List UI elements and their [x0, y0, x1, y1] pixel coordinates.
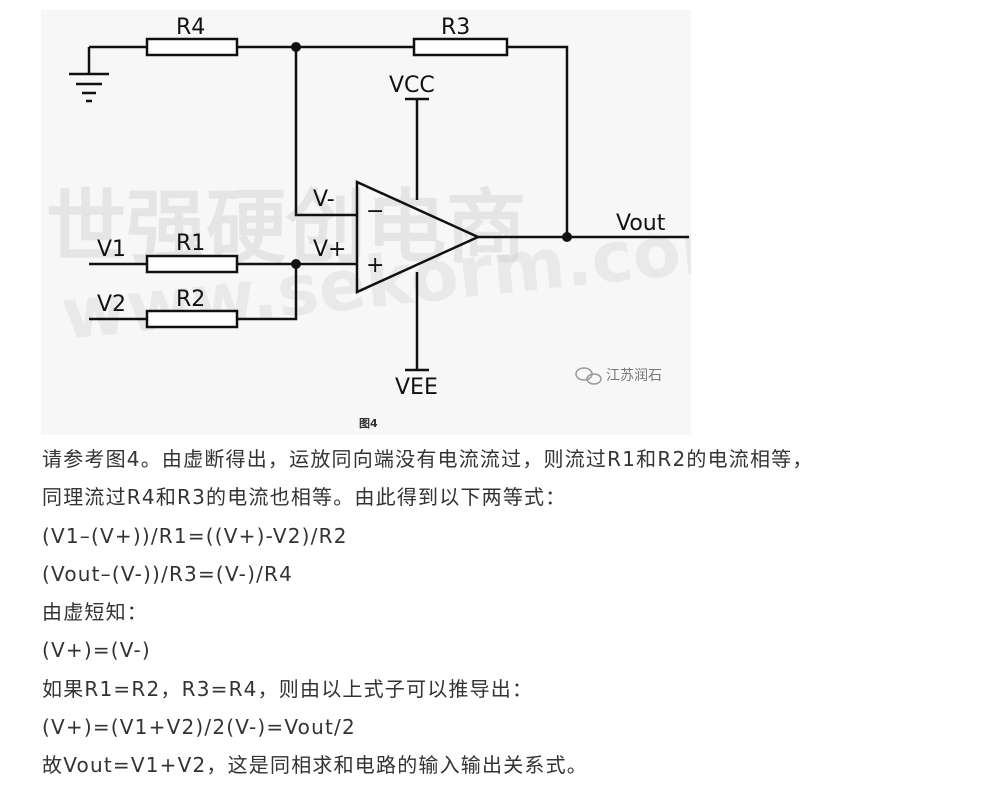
r3-label: R3 [441, 15, 470, 40]
body-line-5: 故Vout=V1+V2，这是同相求和电路的输入输出关系式。 [42, 753, 589, 778]
resistor-r2 [145, 309, 239, 329]
body-line-2: 同理流过R4和R3的电流也相等。由此得到以下两等式： [42, 485, 567, 510]
vee-label: VEE [395, 375, 438, 400]
article-body: 请参考图4。由虚断得出，运放同向端没有电流流过，则流过R1和R2的电流相等， 同… [42, 440, 992, 785]
circuit-figure: 世强硬创电商 www.sekorm.com [41, 10, 691, 435]
ground-symbol [69, 72, 109, 103]
resistor-r1 [145, 254, 239, 274]
equation-1: (V1–(V+))/R1=((V+)-V2)/R2 [42, 523, 348, 548]
resistor-r3 [412, 37, 509, 57]
op-amp-triangle [355, 180, 482, 294]
v1-label: V1 [97, 237, 126, 262]
op-amp-summing-circuit-diagram: 世强硬创电商 www.sekorm.com [46, 15, 691, 430]
vcc-label: VCC [389, 73, 435, 98]
v-minus-label: V- [313, 187, 335, 212]
equation-4: (V+)=(V1+V2)/2(V-)=Vout/2 [42, 715, 356, 740]
watermark-text: 世强硬创电商 [46, 181, 526, 274]
r1-label: R1 [176, 231, 205, 256]
resistor-r4 [145, 37, 239, 57]
v2-label: V2 [97, 292, 126, 317]
equation-2: (Vout–(V-))/R3=(V-)/R4 [42, 561, 294, 586]
equation-3: (V+)=(V-) [42, 638, 151, 663]
junction-dot [562, 232, 572, 242]
r4-label: R4 [176, 15, 205, 40]
junction-dot [291, 42, 301, 52]
inverting-input-wire [294, 47, 357, 217]
plus-sign: + [366, 253, 384, 278]
body-line-1: 请参考图4。由虚断得出，运放同向端没有电流流过，则流过R1和R2的电流相等， [42, 447, 814, 471]
r2-label: R2 [176, 287, 205, 312]
vout-label: Vout [616, 211, 666, 236]
body-line-3: 由虚短知： [42, 600, 148, 625]
figure-caption: 图4 [359, 417, 378, 430]
credit-text: 江苏润石 [606, 368, 662, 384]
body-line-4: 如果R1=R2，R3=R4，则由以上式子可以推导出： [42, 676, 534, 701]
v-plus-label: V+ [313, 237, 346, 262]
minus-sign: − [366, 199, 384, 224]
wechat-icon [575, 367, 602, 385]
junction-dot [291, 259, 301, 269]
feedback-wire [507, 45, 569, 237]
